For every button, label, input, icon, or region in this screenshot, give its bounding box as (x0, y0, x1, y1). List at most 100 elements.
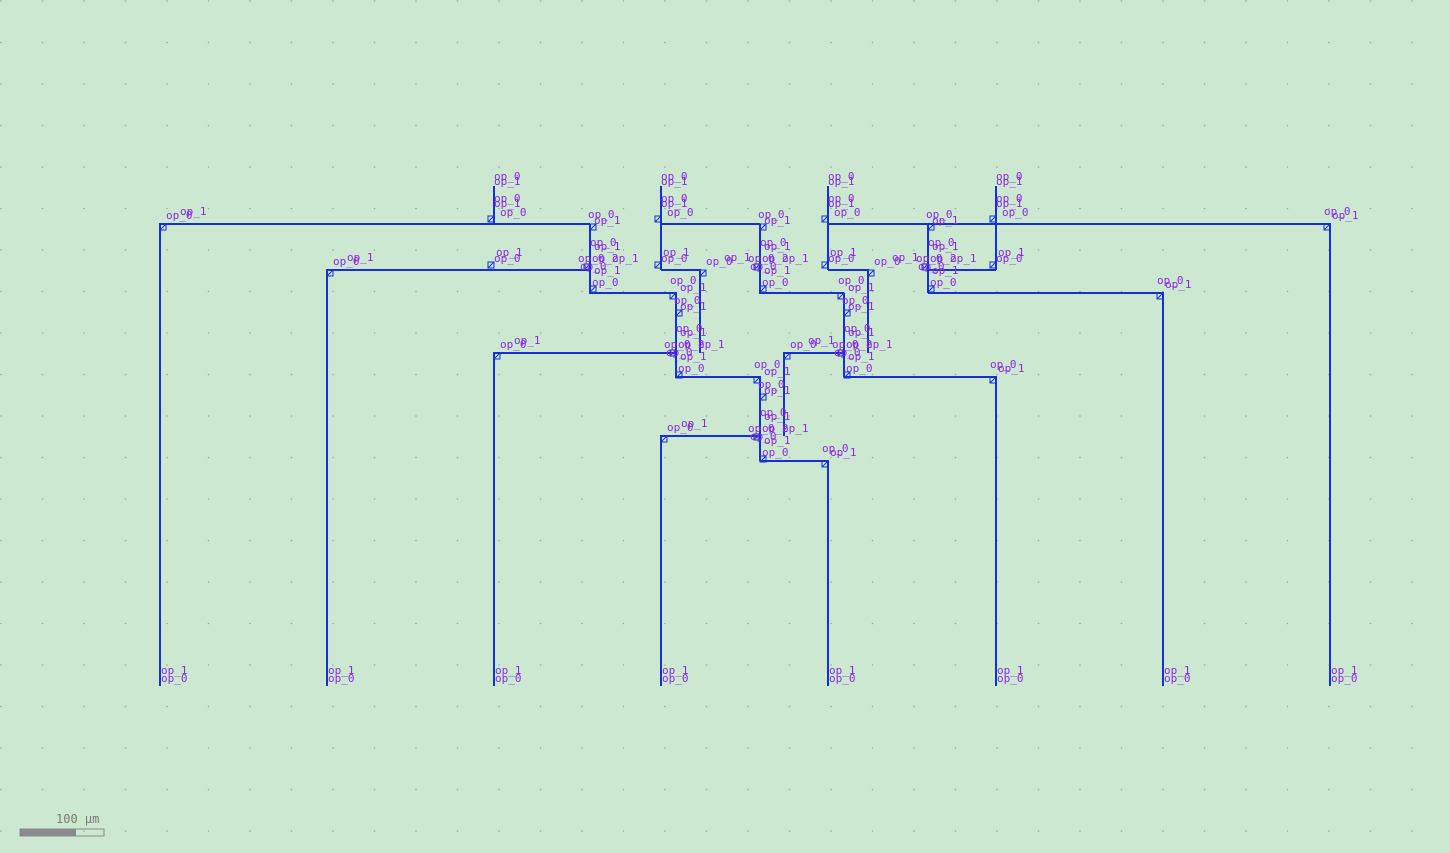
port-marker-diag (654, 261, 662, 269)
port-label: op_2 (846, 338, 873, 351)
port-label: op_0 (500, 206, 527, 219)
port-label: op_2 (930, 252, 957, 265)
port-label: op_0 (750, 260, 777, 273)
port-label: op_1 (764, 214, 791, 227)
port-label: op_0 (996, 252, 1023, 265)
port-label: op_1 (848, 350, 875, 363)
port-label: op_1 (830, 246, 857, 259)
port-label: op_0 (494, 192, 521, 205)
port-label: op_1 (1332, 209, 1359, 222)
port-marker (843, 371, 851, 379)
port-marker (921, 263, 929, 271)
port-label: op_1 (661, 197, 688, 210)
port-marker-diag (837, 292, 845, 300)
port-marker (675, 371, 683, 379)
port-label: op_0 (832, 338, 859, 351)
port-marker (821, 215, 829, 223)
port-marker (821, 261, 829, 269)
port-marker-diag (821, 215, 829, 223)
port-marker-diag (753, 263, 761, 271)
port-label: op_1 (848, 300, 875, 313)
port-label: op_2 (762, 422, 789, 435)
port-marker (487, 261, 495, 269)
port-label: op_2 (678, 338, 705, 351)
port-label: op_0 (828, 170, 855, 183)
port-marker-diag (843, 309, 851, 317)
port-marker-diag (759, 223, 767, 231)
port-label: op_0 (926, 208, 953, 221)
port-marker (654, 261, 662, 269)
port-label: op_0 (667, 421, 694, 434)
port-label: op_0 (494, 252, 521, 265)
port-label: op_0 (664, 338, 691, 351)
port-marker-diag (927, 285, 935, 293)
port-label: op_0 (748, 422, 775, 435)
port-marker-diag (589, 223, 597, 231)
port-marker (699, 269, 707, 277)
port-marker-diag (753, 376, 761, 384)
scale-bar-outline (19, 828, 105, 837)
port-marker-diag (783, 352, 791, 360)
port-marker (759, 223, 767, 231)
port-marker (837, 349, 845, 357)
port-label: op_0 (829, 672, 856, 685)
port-marker (989, 261, 997, 269)
port-label: op_1 (950, 252, 977, 265)
port-label: op_0 (760, 406, 787, 419)
port-label: op_0 (834, 346, 861, 359)
port-marker-diag (921, 263, 929, 271)
port-marker (669, 292, 677, 300)
port-label: op_1 (494, 175, 521, 188)
port-marker (989, 376, 997, 384)
port-label: op_1 (161, 664, 188, 677)
port-label: op_1 (848, 281, 875, 294)
port-label: op_1 (764, 365, 791, 378)
port-marker (1156, 292, 1164, 300)
port-label: op_1 (698, 338, 725, 351)
port-label: op_1 (594, 240, 621, 253)
port-label: op_0 (661, 252, 688, 265)
port-marker (759, 285, 767, 293)
port-label: op_0 (758, 208, 785, 221)
port-label: op_1 (782, 252, 809, 265)
port-marker (837, 292, 845, 300)
port-label: op_1 (932, 214, 959, 227)
port-label: op_0 (842, 294, 869, 307)
port-marker-diag (927, 223, 935, 231)
port-label: op_0 (678, 362, 705, 375)
port-label: op_1 (680, 350, 707, 363)
port-marker (759, 455, 767, 463)
port-marker-diag (699, 269, 707, 277)
port-marker-diag (843, 371, 851, 379)
port-label: op_1 (932, 264, 959, 277)
port-label: op_1 (594, 264, 621, 277)
port-label: op_0 (828, 252, 855, 265)
port-label: op_1 (830, 446, 857, 459)
port-marker-diag (159, 223, 167, 231)
port-label: op_0 (844, 322, 871, 335)
port-label: op_1 (180, 205, 207, 218)
port-label: op_1 (764, 410, 791, 423)
port-marker-diag (759, 393, 767, 401)
port-label: op_1 (328, 664, 355, 677)
port-label: op_1 (1164, 664, 1191, 677)
port-label: op_1 (764, 264, 791, 277)
port-label: op_0 (828, 192, 855, 205)
port-label: op_1 (829, 664, 856, 677)
port-label: op_0 (990, 358, 1017, 371)
port-label: op_1 (662, 664, 689, 677)
port-marker-diag (487, 215, 495, 223)
port-marker-diag (989, 215, 997, 223)
port-label: op_1 (681, 417, 708, 430)
port-marker (783, 352, 791, 360)
port-label: op_0 (588, 208, 615, 221)
port-label: op_0 (754, 358, 781, 371)
port-marker-diag (326, 269, 334, 277)
port-marker (326, 269, 334, 277)
port-label: op_1 (764, 384, 791, 397)
port-label: op_1 (848, 326, 875, 339)
port-marker (669, 349, 677, 357)
port-marker (493, 352, 501, 360)
